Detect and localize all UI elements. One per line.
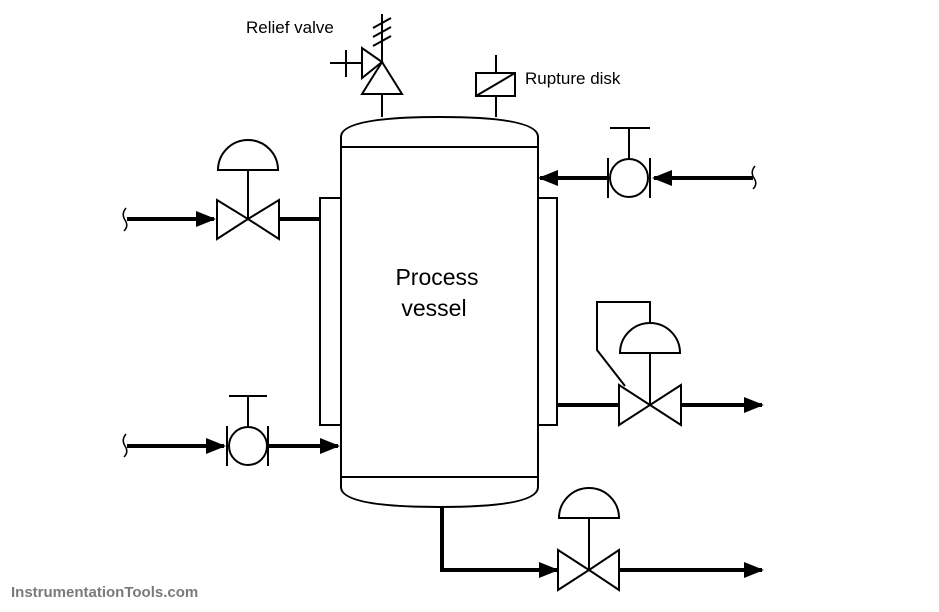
relief-valve-label: Relief valve xyxy=(246,18,334,37)
break-symbol xyxy=(122,207,128,232)
hand-valve-upper-right xyxy=(607,127,651,198)
watermark: InstrumentationTools.com xyxy=(11,584,199,601)
vessel-jacket-left xyxy=(319,197,341,426)
inlet-line-upper-right xyxy=(538,165,757,190)
control-valve-upper-left xyxy=(216,139,280,241)
vessel-bottom-head xyxy=(340,476,539,509)
vessel-label-line2: vessel xyxy=(401,295,466,321)
inlet-line-lower-left xyxy=(122,433,340,458)
self-regulating-valve-right xyxy=(596,301,682,427)
break-symbol xyxy=(751,165,757,190)
vessel-top-head xyxy=(340,115,539,148)
outlet-line-bottom xyxy=(440,507,764,578)
rupture-disk xyxy=(475,55,516,117)
relief-valve xyxy=(330,14,404,117)
break-symbol xyxy=(122,433,128,458)
hand-valve-lower-left xyxy=(226,395,269,466)
process-vessel xyxy=(340,115,539,509)
vessel-jacket-right xyxy=(538,197,558,426)
vessel-label-line1: Process xyxy=(395,264,478,290)
inlet-line-upper-left xyxy=(122,207,320,232)
rupture-disk-label: Rupture disk xyxy=(525,69,621,88)
control-valve-bottom xyxy=(557,487,621,592)
